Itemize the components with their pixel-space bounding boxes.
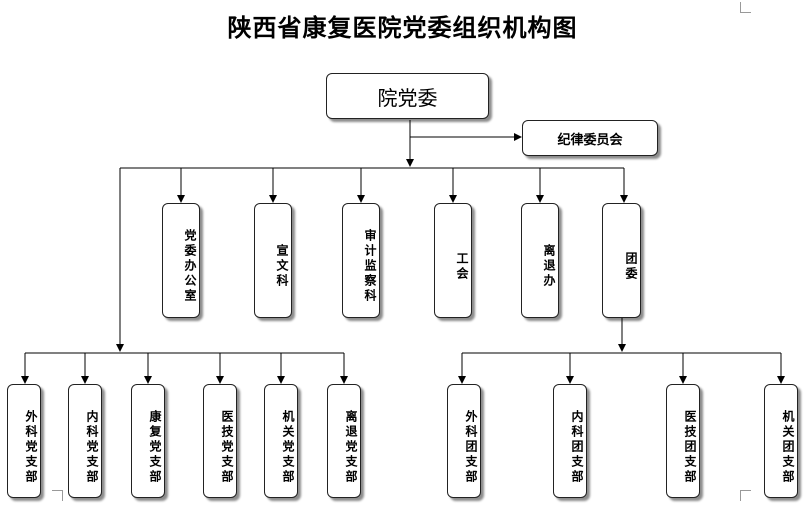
- department-box-audit: 审计监察科: [342, 203, 380, 318]
- party-branch-medtech: 医技党支部: [203, 384, 237, 498]
- youth-branch-internal: 内科团支部: [553, 384, 587, 498]
- youth-branch-admin: 机关团支部: [764, 384, 798, 498]
- youth-branch-medtech: 医技团支部: [666, 384, 700, 498]
- page-corner-mark-bottom-left: [52, 490, 63, 501]
- department-box-youth-league: 团委: [602, 203, 641, 318]
- party-branch-rehab: 康复党支部: [131, 384, 165, 498]
- youth-branch-surgery: 外科团支部: [447, 384, 481, 498]
- page-corner-mark-bottom-right: [740, 490, 751, 501]
- party-branch-retired: 离退党支部: [327, 384, 361, 498]
- department-box-party-office: 党委办公室: [162, 203, 200, 318]
- department-box-retirement: 离退办: [521, 203, 559, 318]
- party-branch-surgery: 外科党支部: [7, 384, 41, 498]
- discipline-commission-box: 纪律委员会: [522, 120, 658, 156]
- page-corner-mark-top-right: [740, 2, 751, 13]
- party-branch-admin: 机关党支部: [264, 384, 298, 498]
- department-box-union: 工会: [434, 203, 472, 318]
- party-branch-internal: 内科党支部: [68, 384, 102, 498]
- page-title: 陕西省康复医院党委组织机构图: [227, 13, 578, 42]
- department-box-publicity: 宣文科: [254, 203, 292, 318]
- root-party-committee-box: 院党委: [326, 73, 489, 119]
